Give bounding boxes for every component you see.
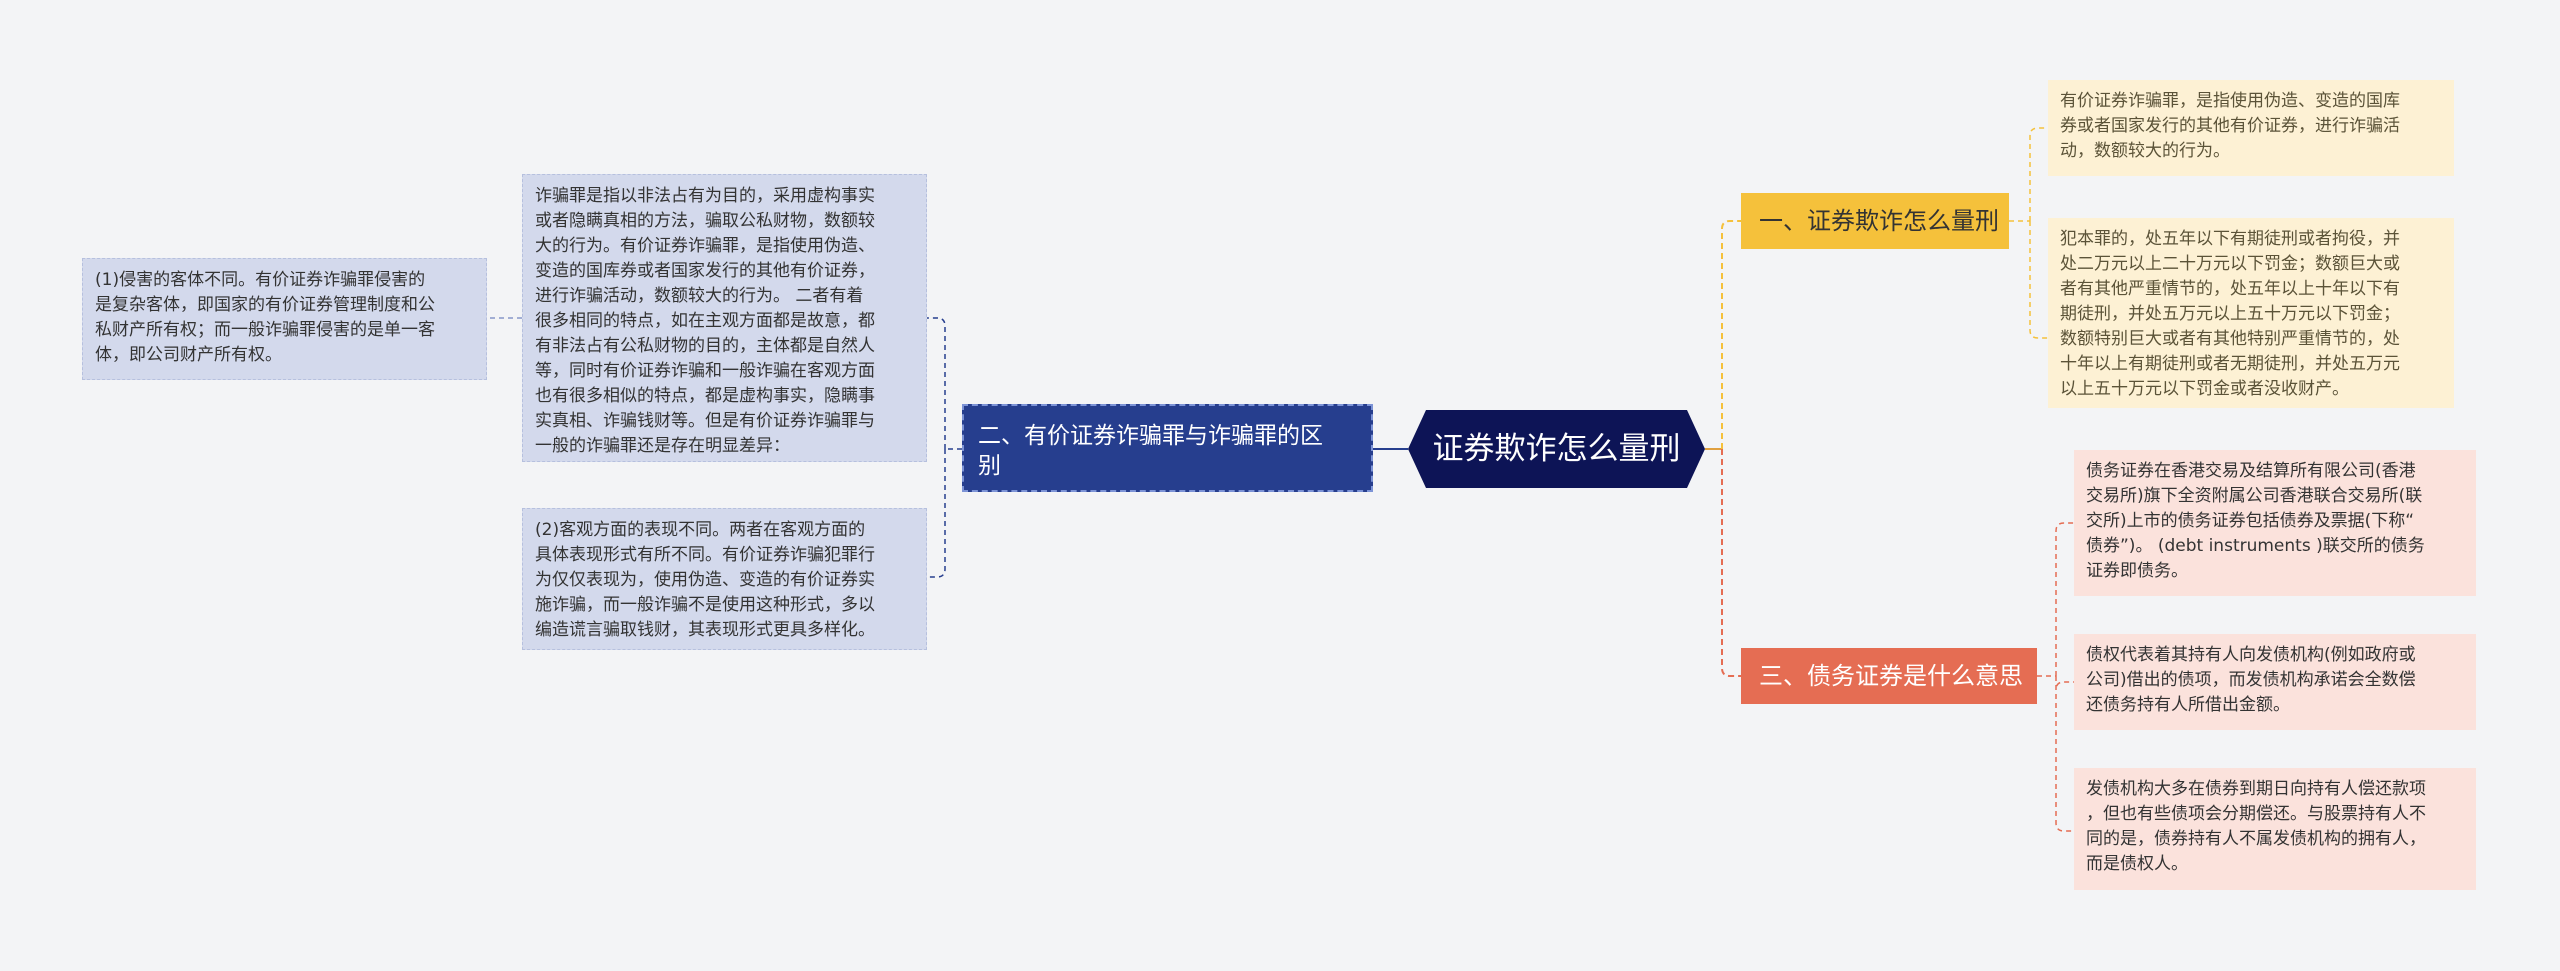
branch-debt-securities[interactable]: 三、债务证券是什么意思 [1741,648,2037,704]
leaf-debt-securities-definition[interactable]: 债务证券在香港交易及结算所有限公司(香港 交易所)旗下全资附属公司香港联合交易所… [2074,450,2476,596]
leaf-objective-difference[interactable]: (2)客观方面的表现不同。两者在客观方面的 具体表现形式有所不同。有价证券诈骗犯… [522,508,927,650]
leaf-fraud-comparison[interactable]: 诈骗罪是指以非法占有为目的，采用虚构事实 或者隐瞒真相的方法，骗取公私财物，数额… [522,174,927,462]
connector-branch2-leaves [927,317,962,578]
branch-difference[interactable]: 二、有价证券诈骗罪与诈骗罪的区 别 [962,404,1373,492]
leaf-creditor-rights[interactable]: 债权代表着其持有人向发债机构(例如政府或 公司)借出的债项，而发债机构承诺会全数… [2074,634,2476,730]
leaf-repayment[interactable]: 发债机构大多在债券到期日向持有人偿还款项 ，但也有些债项会分期偿还。与股票持有人… [2074,768,2476,890]
connector-root-branch3 [1721,449,1741,677]
connector-branch3-leaves [2037,522,2074,832]
root-topic[interactable]: 证券欺诈怎么量刑 [1408,410,1705,488]
connector-branch1-leaves [2009,127,2048,339]
leaf-securities-fraud-definition[interactable]: 有价证券诈骗罪，是指使用伪造、变造的国库 券或者国家发行的其他有价证券，进行诈骗… [2048,80,2454,176]
leaf-object-difference[interactable]: (1)侵害的客体不同。有价证券诈骗罪侵害的 是复杂客体，即国家的有价证券管理制度… [82,258,487,380]
leaf-sentencing-terms[interactable]: 犯本罪的，处五年以下有期徒刑或者拘役，并 处二万元以上二十万元以下罚金；数额巨大… [2048,218,2454,408]
branch-sentencing[interactable]: 一、证券欺诈怎么量刑 [1741,193,2009,249]
connector-root-branch1 [1721,220,1741,449]
